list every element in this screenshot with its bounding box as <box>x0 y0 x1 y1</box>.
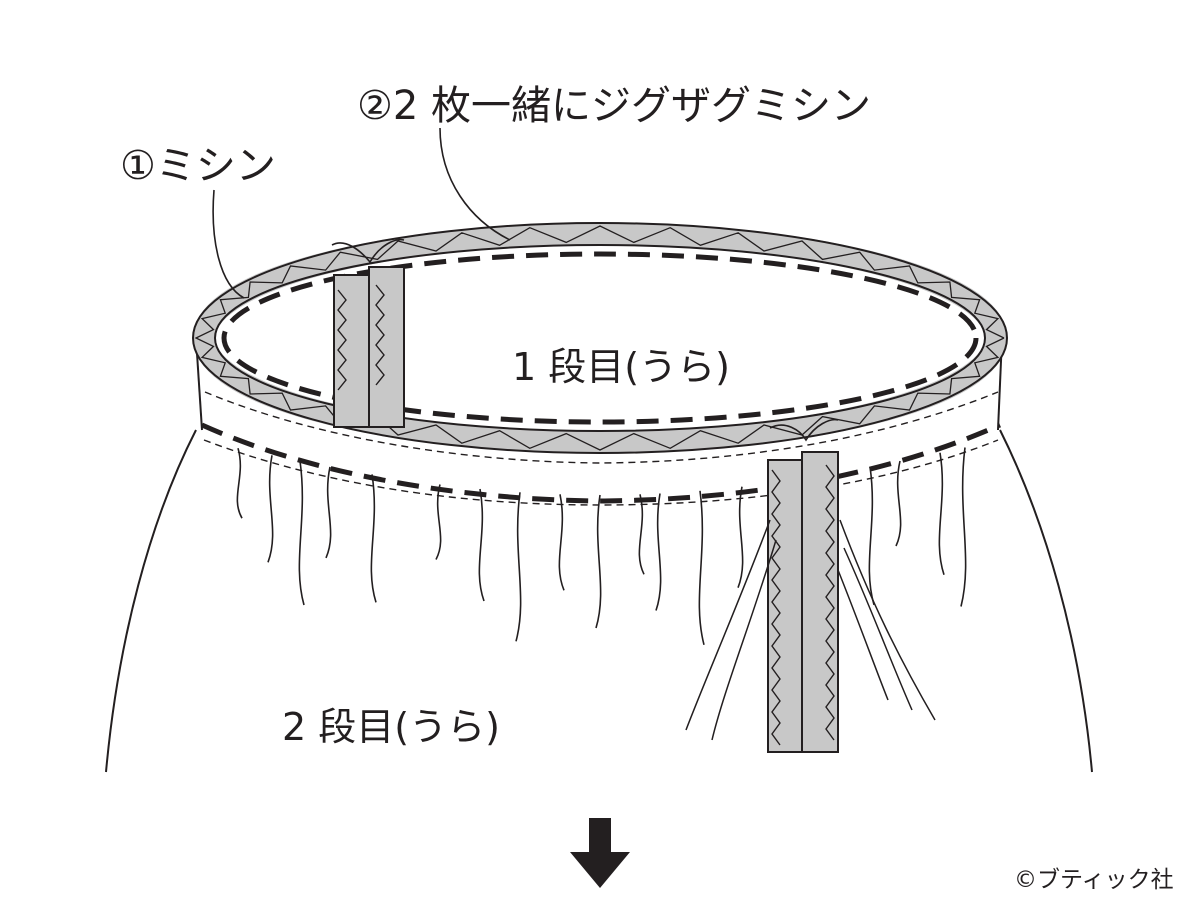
seam-allowance-ring <box>192 222 1008 454</box>
tier1-stitch-line <box>221 251 979 425</box>
callout-step1-machine-stitch: ①ミシン <box>120 143 276 189</box>
gather-line <box>698 490 705 646</box>
tier2-gathers <box>236 447 967 646</box>
side-seam-zigzag-lower <box>771 464 835 746</box>
tier2-left-outline <box>105 429 197 773</box>
tier2-wrong-side-label: 2 段目(うら) <box>282 705 500 749</box>
side-seam-allowance-left <box>333 274 370 428</box>
side-seam-knot <box>331 238 405 264</box>
tier2-right-outline <box>999 429 1093 773</box>
gather-line <box>236 447 243 519</box>
gather-line <box>370 474 377 603</box>
side-seam-allowance-left-lower <box>767 459 803 753</box>
down-arrow-icon <box>570 818 630 888</box>
copyright-credit: ©ブティック社 <box>1014 867 1174 893</box>
gather-line <box>938 452 945 576</box>
callout-step2-zigzag-together: ②2 枚一緒にジグザグミシン <box>357 83 872 129</box>
leader-step1 <box>212 189 245 299</box>
gather-line <box>655 493 662 611</box>
gather-line <box>595 494 602 629</box>
seam-allowance-fill <box>193 223 1007 453</box>
tier1-wrong-side-label: 1 段目(うら) <box>512 345 730 389</box>
callout-leaders <box>212 127 511 299</box>
side-seam-zigzag <box>337 284 385 391</box>
gather-line <box>435 484 442 560</box>
band-dashed-line-lower <box>203 439 999 506</box>
gather-line <box>325 466 332 559</box>
gather-line <box>638 494 645 575</box>
tier2-side-seam <box>685 418 936 753</box>
band-dashed-line-upper <box>204 391 999 464</box>
tier2-gather-stitch-line <box>200 422 1002 504</box>
gather-line <box>960 447 967 607</box>
gather-line <box>895 460 902 547</box>
seam-allowance-outer-edge <box>192 222 1008 454</box>
gather-line <box>515 492 522 642</box>
gather-line <box>298 460 305 606</box>
side-seam-allowance-right-lower <box>801 451 839 753</box>
gather-line <box>868 466 875 606</box>
seam-allowance-inner-edge <box>214 244 986 432</box>
tier2-skirt <box>105 429 1093 773</box>
side-seam-knot-lower <box>769 418 839 442</box>
side-seam-drape-lines <box>685 519 936 741</box>
gather-line <box>478 488 485 602</box>
gather-line <box>558 494 565 591</box>
gather-line <box>267 455 274 563</box>
gather-line <box>737 486 744 588</box>
tier1-side-seam <box>331 238 405 428</box>
side-seam-allowance-right <box>368 266 405 428</box>
leader-step2 <box>439 127 511 241</box>
